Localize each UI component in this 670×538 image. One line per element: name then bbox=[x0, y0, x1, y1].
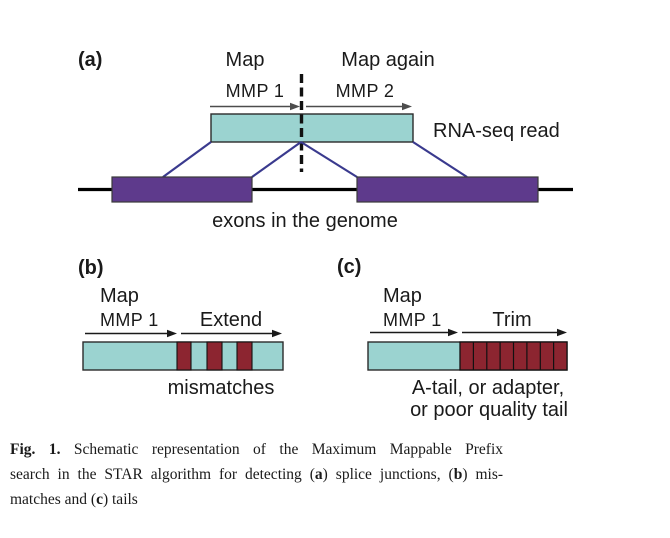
rna-seq-read-label: RNA-seq read bbox=[433, 120, 560, 142]
caption-line-3: matches and (c) tails bbox=[10, 491, 138, 508]
panel-b-extend-arrowhead-icon bbox=[272, 329, 282, 338]
splice-connector-right-outer bbox=[412, 141, 468, 178]
panel-b-extend-label: Extend bbox=[200, 309, 262, 331]
panel-a-label: (a) bbox=[78, 49, 102, 71]
figure-diagram: (a) Map Map again MMP 1 MMP 2 RNA-seq re… bbox=[78, 49, 573, 421]
tail-label-line1: A-tail, or adapter, bbox=[412, 377, 564, 399]
caption-line-2: search in the STAR algorithm for detecti… bbox=[10, 466, 504, 483]
caption-line-1: Fig. 1. Schematic representation of the … bbox=[10, 441, 504, 458]
panel-b-mmp1-label: MMP 1 bbox=[100, 310, 159, 330]
mismatch-stripe bbox=[236, 341, 253, 371]
panel-a-mmp1-label: MMP 1 bbox=[226, 81, 285, 101]
exon-box-left bbox=[111, 176, 253, 203]
splice-connector-left-inner bbox=[251, 141, 302, 178]
panel-a-map-again-label: Map again bbox=[341, 49, 434, 71]
panel-c: (c) Map MMP 1 Trim A-tail, or adapter, o… bbox=[337, 256, 568, 421]
panel-c-mmp1-label: MMP 1 bbox=[383, 310, 442, 330]
caption-fig-label: Fig. 1. bbox=[10, 441, 61, 458]
panel-a: (a) Map Map again MMP 1 MMP 2 RNA-seq re… bbox=[78, 49, 573, 232]
panel-a-mmp2-label: MMP 2 bbox=[336, 81, 395, 101]
panel-b-label: (b) bbox=[78, 257, 104, 279]
mmp2-arrowhead-icon bbox=[402, 102, 412, 111]
panel-b-map-label: Map bbox=[100, 285, 139, 307]
splice-connector-right-inner bbox=[300, 141, 358, 178]
tail-label-line2: or poor quality tail bbox=[410, 399, 568, 421]
mmp1-arrowhead-icon bbox=[290, 102, 300, 111]
panel-b: (b) Map MMP 1 Extend mismatches bbox=[78, 257, 284, 399]
mismatches-label: mismatches bbox=[168, 377, 275, 399]
panel-c-mmp1-arrowhead-icon bbox=[448, 328, 458, 337]
splice-connector-left-outer bbox=[162, 141, 212, 178]
panel-b-mmp1-arrowhead-icon bbox=[167, 329, 177, 338]
panel-c-label: (c) bbox=[337, 256, 361, 278]
panel-c-map-label: Map bbox=[383, 285, 422, 307]
mismatch-stripe bbox=[206, 341, 223, 371]
mismatch-stripe bbox=[176, 341, 192, 371]
panel-c-trim-arrowhead-icon bbox=[557, 328, 567, 337]
exon-box-right bbox=[356, 176, 539, 203]
rna-seq-read-bar bbox=[210, 113, 414, 143]
panel-c-trim-label: Trim bbox=[492, 309, 531, 331]
exons-genome-label: exons in the genome bbox=[212, 210, 398, 232]
panel-a-map-label: Map bbox=[226, 49, 265, 71]
figure-caption: Fig. 1. Schematic representation of the … bbox=[10, 437, 503, 512]
